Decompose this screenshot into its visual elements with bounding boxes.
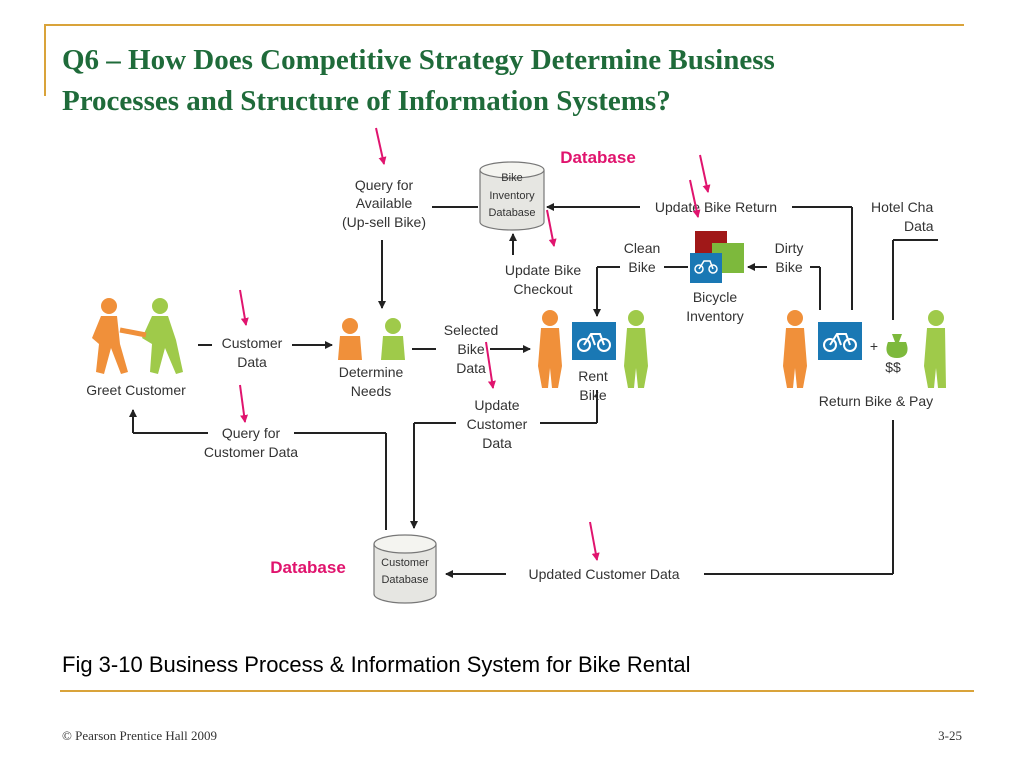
figure-caption: Fig 3-10 Business Process & Information … [62, 652, 691, 677]
query-available-label-2: Available [356, 195, 413, 211]
rent-bike-icon [572, 322, 616, 360]
bike-db-label-line-3: Database [488, 207, 535, 219]
bike-inventory-database-icon [479, 161, 545, 231]
greet-customer-label: Greet Customer [86, 382, 186, 398]
callout-arrow-update-checkout [546, 209, 557, 247]
database-callout-bottom: Database [270, 558, 346, 577]
callout-arrow-inventory [689, 179, 701, 218]
bicycle-inventory-label-1: Bicycle [693, 289, 738, 305]
callout-arrow-query-customer [239, 384, 249, 423]
bicycle-inventory-icon [690, 231, 744, 283]
rent-bike-label-1: Rent [578, 368, 608, 384]
dirty-bike-label-1: Dirty [775, 240, 804, 256]
footer-copyright: © Pearson Prentice Hall 2009 [62, 728, 218, 743]
query-customer-label-1: Query for [222, 425, 281, 441]
customer-data-label-1: Customer [222, 335, 283, 351]
update-customer-label-1: Update [474, 397, 519, 413]
money-bag-icon [886, 334, 908, 358]
slide-title: Q6 – How Does Competitive Strategy Deter… [62, 40, 962, 122]
database-callout-top: Database [560, 148, 636, 167]
bike-db-label-line-2: Inventory [489, 190, 535, 202]
selected-bike-label-2: Bike [457, 341, 484, 357]
update-bike-return-label: Update Bike Return [655, 199, 777, 215]
determine-needs-label-1: Determine [339, 364, 404, 380]
query-available-label-3: (Up-sell Bike) [342, 214, 426, 230]
return-bike-icon [818, 322, 862, 360]
update-customer-label-3: Data [482, 435, 512, 451]
bike-db-label-line-1: Bike [501, 172, 522, 184]
selected-bike-label-3: Data [456, 360, 486, 376]
bicycle-inventory-label-2: Inventory [686, 308, 744, 324]
customer-database-icon [373, 534, 437, 604]
updated-customer-data-label: Updated Customer Data [529, 566, 680, 582]
clean-bike-label-1: Clean [624, 240, 661, 256]
query-available-label-1: Query for [355, 177, 414, 193]
query-customer-label-2: Customer Data [204, 444, 298, 460]
hotel-charge-label-1: Hotel Cha [871, 199, 933, 215]
greet-customer-people-icon [92, 298, 183, 374]
dirty-bike-label-2: Bike [775, 259, 802, 275]
hotel-charge-label-2: Data [904, 218, 934, 234]
customer-db-label-line-2: Database [381, 574, 428, 586]
footer-page-number: 3-25 [938, 728, 962, 743]
selected-bike-label-1: Selected [444, 322, 498, 338]
customer-data-label-2: Data [237, 354, 267, 370]
customer-db-label-line-1: Customer [381, 557, 429, 569]
money-label: $$ [885, 359, 901, 375]
update-customer-label-2: Customer [467, 416, 528, 432]
update-checkout-label-1: Update Bike [505, 262, 581, 278]
callout-arrow-query-available [375, 127, 387, 165]
return-bike-pay-label: Return Bike & Pay [819, 393, 933, 409]
determine-needs-people-icon [338, 318, 405, 360]
determine-needs-label-2: Needs [351, 383, 391, 399]
callout-arrow-customer-data [239, 289, 249, 326]
callout-arrow-update-return [699, 154, 711, 193]
callout-arrow-updated-customer [589, 521, 600, 561]
return-bike-people-icon [783, 310, 946, 388]
frame-bottom-rule [60, 690, 974, 692]
callout-arrow-selected-bike [485, 341, 496, 389]
frame-top-rule [44, 24, 964, 26]
frame-left-rule [44, 24, 46, 96]
slide-title-line-2: Processes and Structure of Information S… [62, 85, 671, 117]
clean-bike-label-2: Bike [628, 259, 655, 275]
slide-title-line-1: Q6 – How Does Competitive Strategy Deter… [62, 44, 775, 76]
rent-bike-people-icon [538, 310, 648, 388]
rent-bike-label-2: Bike [579, 387, 606, 403]
update-checkout-label-2: Checkout [513, 281, 572, 297]
plus-sign: + [870, 338, 878, 354]
